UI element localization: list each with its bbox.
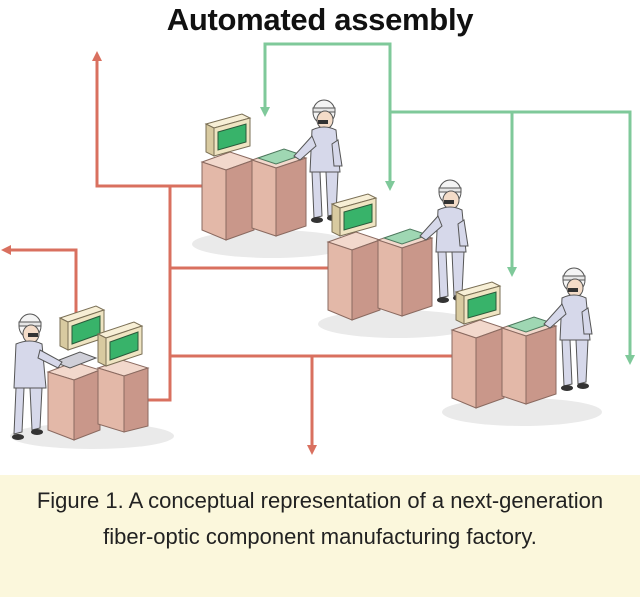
workstation-4 [10,305,174,449]
factory-diagram [1,42,635,455]
green-top-loop [260,42,392,117]
workstation-3 [441,267,603,427]
green-flow-lines [260,42,635,365]
figure-title: Automated assembly [166,2,474,37]
red-line-top-left [92,51,202,188]
red-flow-lines [1,51,454,455]
figure-caption: Figure 1. A conceptual representation of… [36,488,604,549]
workstation-1 [191,99,353,259]
red-line-left [1,245,78,314]
caption-band: Figure 1. A conceptual representation of… [0,475,640,597]
workstation-2 [317,179,479,339]
